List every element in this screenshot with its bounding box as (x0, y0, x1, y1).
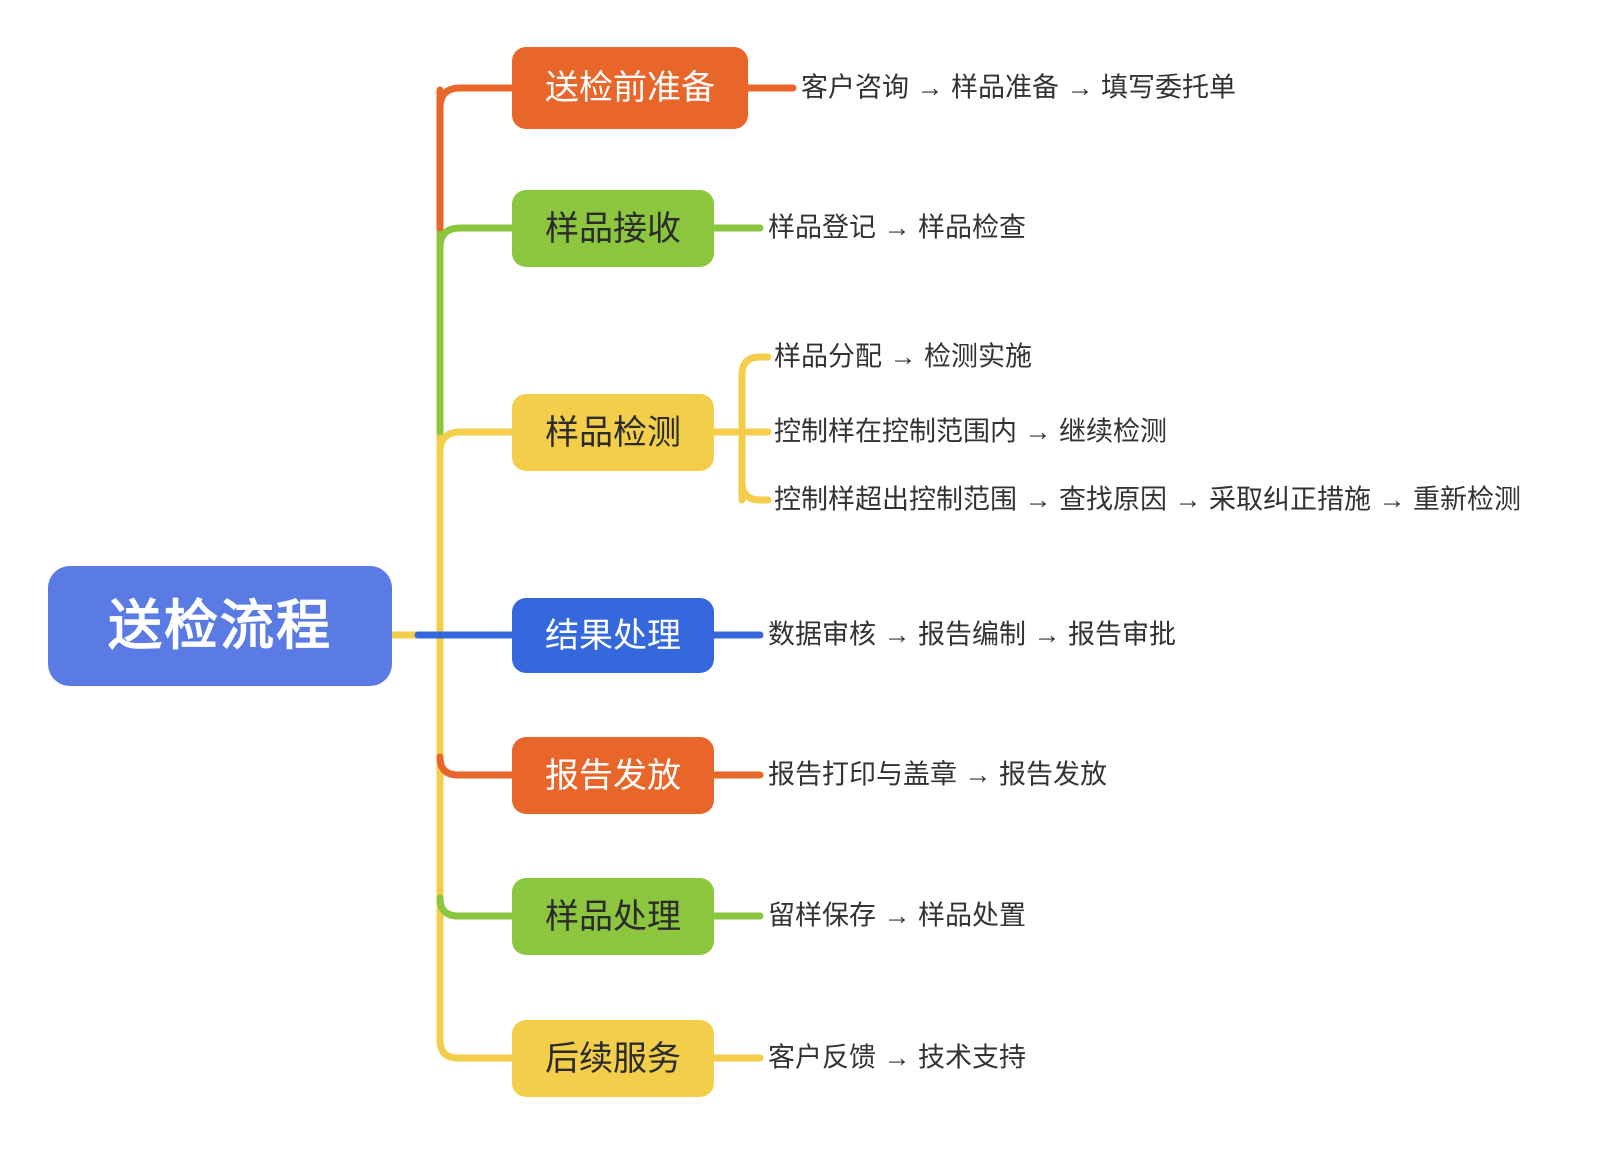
branch-node-4-label: 结果处理 (545, 616, 681, 655)
branch-node-6-label: 样品处理 (545, 897, 681, 936)
leaf-text-3-1: 样品分配 → 检测实施 (774, 341, 1033, 372)
branch-node-7-label: 后续服务 (545, 1039, 681, 1078)
leaf-text-7-1: 客户反馈 → 技术支持 (768, 1042, 1027, 1073)
branch-node-6[interactable]: 样品处理 (512, 878, 714, 955)
leaf-text-4-1: 数据审核 → 报告编制 → 报告审批 (768, 619, 1177, 650)
subbranch-connector-3-1 (738, 353, 772, 379)
branch-node-3-label: 样品检测 (545, 413, 681, 452)
branch-node-7[interactable]: 后续服务 (512, 1020, 714, 1097)
leaf-text-3-3: 控制样超出控制范围 → 查找原因 → 采取纠正措施 → 重新检测 (774, 484, 1522, 515)
branch-connector-2 (436, 224, 516, 252)
branch-node-1-label: 送检前准备 (545, 69, 715, 107)
leaf-text-3-2: 控制样在控制范围内 → 继续检测 (774, 416, 1168, 447)
branch-connector-1 (436, 84, 516, 112)
leaf-text-2-1: 样品登记 → 样品检查 (768, 212, 1027, 243)
trunk-line-lower (436, 631, 516, 1062)
leaf-text-1-1: 客户咨询 → 样品准备 → 填写委托单 (801, 72, 1237, 103)
branch-node-2[interactable]: 样品接收 (512, 190, 714, 267)
branch-node-1[interactable]: 送检前准备 (512, 47, 748, 129)
branch-connector-5 (436, 753, 516, 779)
branch-node-3[interactable]: 样品检测 (512, 394, 714, 471)
branch-node-5[interactable]: 报告发放 (512, 737, 714, 814)
branch-connector-6 (436, 894, 516, 920)
root-node-label: 送检流程 (108, 596, 332, 656)
branch-connector-3 (436, 428, 516, 456)
branch-node-4[interactable]: 结果处理 (512, 598, 714, 673)
subbranch-connector-3-3b (738, 478, 772, 504)
leaf-text-6-1: 留样保存 → 样品处置 (768, 900, 1027, 931)
leaf-text-5-1: 报告打印与盖章 → 报告发放 (768, 759, 1108, 790)
branch-node-5-label: 报告发放 (545, 756, 681, 795)
root-node[interactable]: 送检流程 (48, 566, 392, 686)
branch-node-2-label: 样品接收 (545, 209, 681, 248)
